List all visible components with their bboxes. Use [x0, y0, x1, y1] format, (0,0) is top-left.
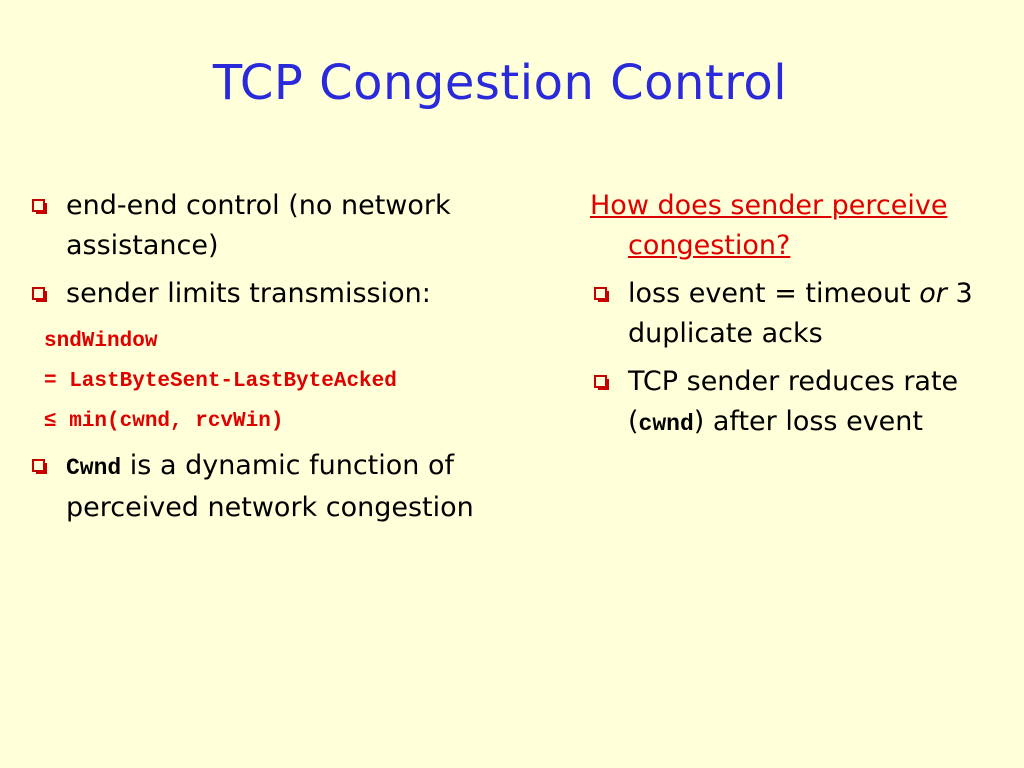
- bullet-text-rest: ) after loss event: [693, 406, 923, 437]
- question-heading: How does sender perceive congestion?: [590, 190, 948, 261]
- cwnd-code: cwnd: [638, 411, 694, 437]
- bullet-text-rest: 3 duplicate acks: [628, 278, 973, 349]
- cwnd-code: Cwnd: [66, 455, 122, 481]
- right-column: How does sender perceive congestion? los…: [590, 186, 1010, 452]
- bullet-text: end-end control (no network assistance): [66, 190, 451, 261]
- bullet-end-end-control: end-end control (no network assistance): [28, 186, 568, 266]
- code-line-lastbyte: = LastByteSent-LastByteAcked: [44, 370, 397, 393]
- slide-title: TCP Congestion Control: [212, 55, 788, 111]
- bullet-square-icon: [594, 287, 609, 302]
- code-line-min: ≤ min(cwnd, rcvWin): [28, 402, 568, 442]
- bullet-square-icon: [32, 287, 47, 302]
- bullet-loss-event: loss event = timeout or 3 duplicate acks: [590, 274, 1010, 354]
- bullet-text: sender limits transmission:: [66, 278, 431, 309]
- bullet-sender-reduces: TCP sender reduces rate (cwnd) after los…: [590, 362, 1010, 444]
- bullet-italic-or: or: [919, 278, 947, 309]
- bullet-cwnd-dynamic: Cwnd is a dynamic function of perceived …: [28, 446, 568, 528]
- bullet-square-icon: [594, 375, 609, 390]
- bullet-square-icon: [32, 459, 47, 474]
- left-column: end-end control (no network assistance) …: [28, 186, 568, 536]
- code-line-sndwindow: sndWindow: [44, 330, 158, 353]
- bullet-square-icon: [32, 199, 47, 214]
- bullet-text: is a dynamic function of perceived netwo…: [66, 450, 474, 523]
- bullet-text: TCP sender reduces rate (: [628, 366, 959, 437]
- code-text: min(cwnd, rcvWin): [56, 410, 284, 433]
- bullet-text: loss event = timeout: [628, 278, 920, 309]
- less-equal-symbol: ≤: [44, 410, 57, 433]
- bullet-sender-limits: sender limits transmission:: [28, 274, 568, 314]
